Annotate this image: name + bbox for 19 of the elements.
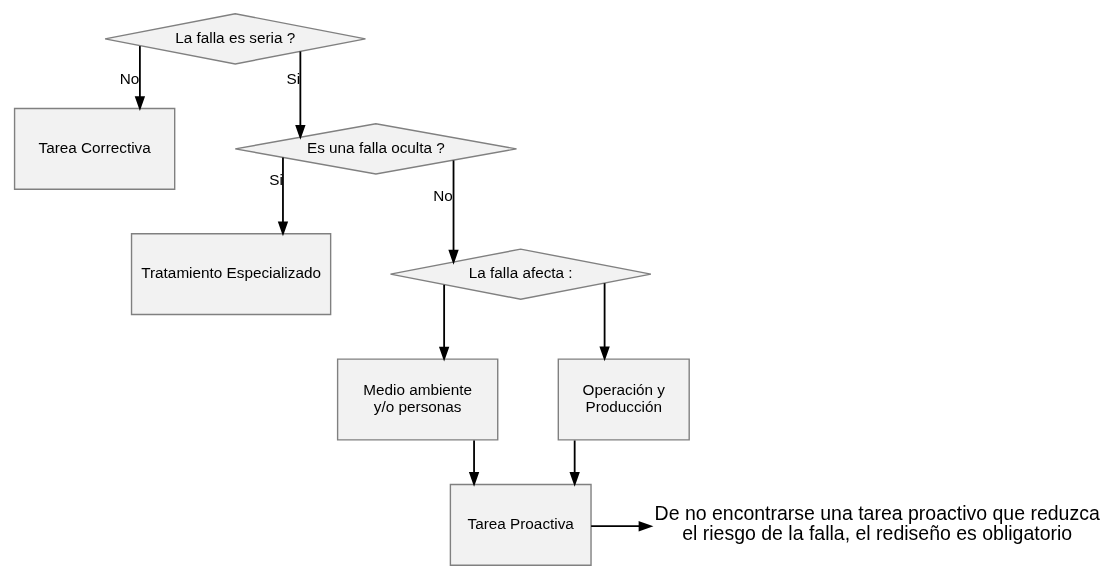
arrow — [134, 45, 146, 111]
edge-label: No — [119, 69, 140, 87]
node-box: Operación y Producción — [557, 358, 690, 441]
node-text: De no encontrarse una tarea proactivo que reduzca el riesgo de la falla, el rediseño es obligatorio — [654, 501, 1100, 545]
edge-label: No — [433, 187, 453, 205]
edge-label: Si — [286, 70, 301, 88]
node-box: Tratamiento Especializado — [130, 233, 332, 316]
arrow — [438, 283, 450, 362]
arrow — [277, 156, 289, 237]
arrow — [468, 439, 480, 487]
node-box: Medio ambiente y/o personas — [336, 358, 499, 441]
arrow — [599, 282, 610, 362]
arrow — [569, 439, 580, 487]
node-box: Tarea Correctiva — [13, 107, 176, 190]
arrow — [448, 159, 459, 265]
node-box: Tarea Proactiva — [449, 483, 592, 566]
arrow — [590, 521, 654, 532]
arrow — [295, 50, 306, 140]
node-diamond: La falla es seria ? — [104, 13, 367, 65]
